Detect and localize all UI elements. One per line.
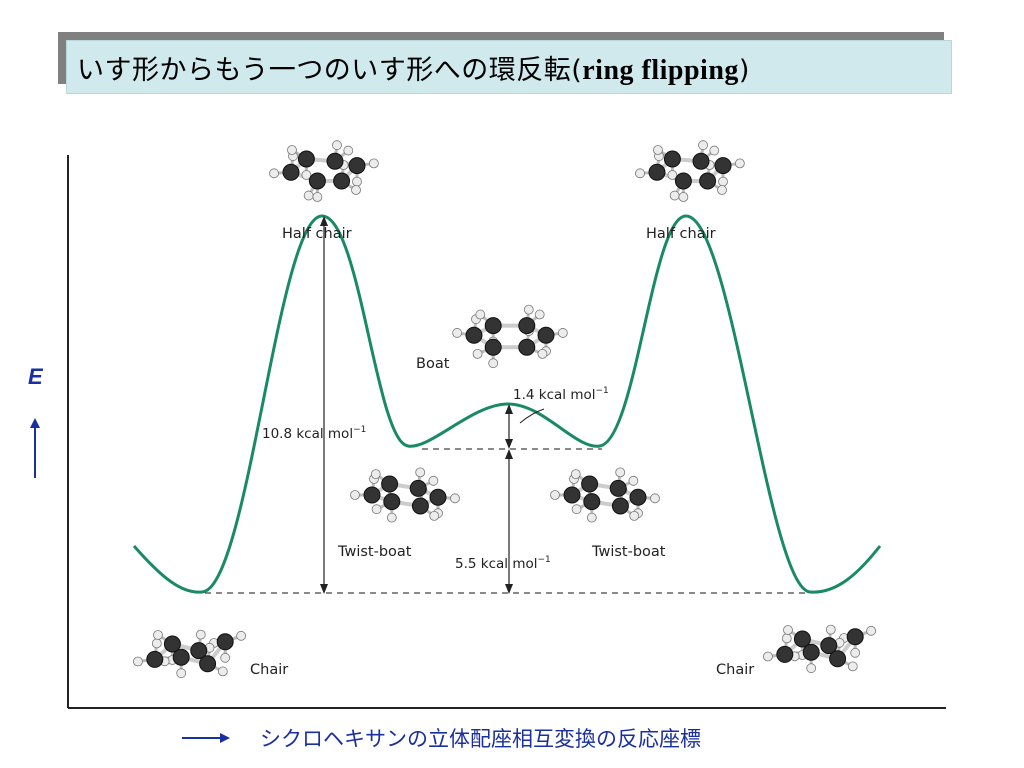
half-chair-right-molecule [635,140,745,202]
twist-boat-energy-label: 5.5 kcal mol−1 [455,555,551,572]
energy-axis-arrow-icon [30,418,40,478]
boat-label-pointer [519,408,545,424]
reaction-coordinate-label: シクロヘキサンの立体配座相互変換の反応座標 [260,727,701,751]
half-chair-energy-label: 10.8 kcal mol−1 [262,425,366,442]
reaction-coordinate-axis: シクロヘキサンの立体配座相互変換の反応座標 [182,723,701,753]
title-english: ring flipping [582,54,739,86]
half-chair-left-label: Half chair [282,226,352,242]
chair-right-molecule [763,624,877,674]
page-title: いす形からもう一つのいす形への環反転(ring flipping) [77,48,750,87]
reaction-coordinate-arrow-icon [182,733,230,743]
boat-energy-label: 1.4 kcal mol−1 [513,386,609,403]
twist-boat-left-molecule [350,467,460,523]
twist-boat-right-molecule [550,467,660,523]
energy-axis-label: E [28,364,43,389]
chair-right-label: Chair [716,662,754,678]
twist-boat-right-label: Twist-boat [591,544,666,560]
energy-curve [132,214,882,594]
boat-molecule [452,304,568,369]
boat-label: Boat [416,356,450,372]
chair-left-label: Chair [250,662,288,678]
half-chair-left-molecule [269,140,379,202]
twist-boat-left-label: Twist-boat [337,544,412,560]
chair-left-molecule [133,629,247,679]
title-close-paren: ) [738,54,750,86]
title-banner: いす形からもう一つのいす形への環反転(ring flipping) [66,40,952,94]
title-japanese: いす形からもう一つのいす形への環反転( [77,54,583,86]
half-chair-right-label: Half chair [646,226,716,242]
